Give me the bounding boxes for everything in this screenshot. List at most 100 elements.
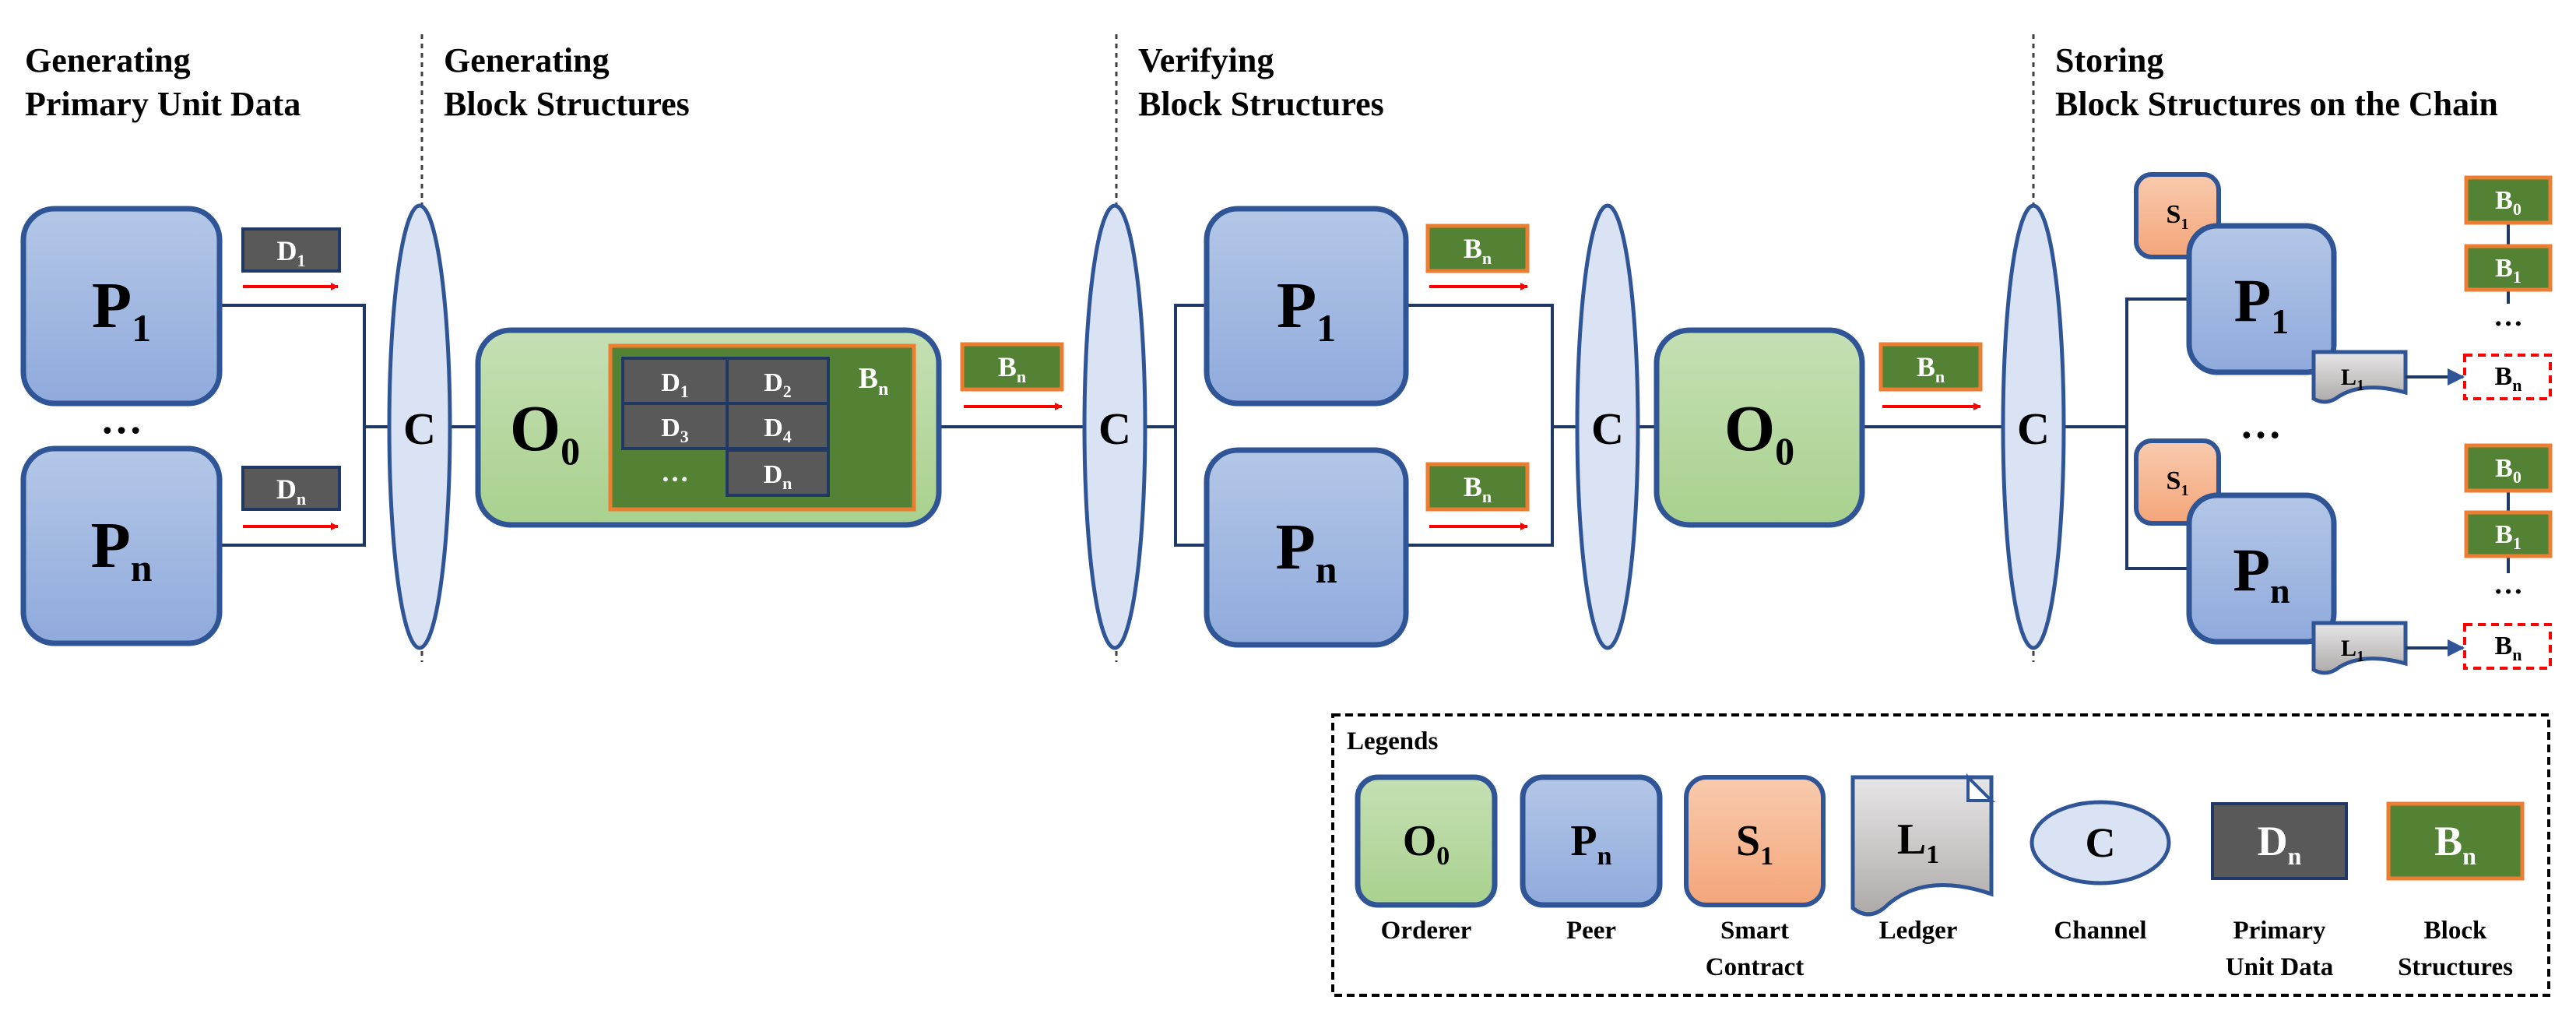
svg-text:B0: B0 xyxy=(2495,454,2522,487)
svg-text:D4: D4 xyxy=(764,414,792,446)
svg-text:B0: B0 xyxy=(2495,186,2522,219)
svg-text:O0: O0 xyxy=(1724,393,1794,473)
channel-c-2: C xyxy=(1082,203,1147,650)
data-token-dn: Dn xyxy=(241,466,341,511)
svg-text:L1: L1 xyxy=(1897,815,1939,869)
peer-pn-stage3: Pn xyxy=(1204,447,1409,648)
svg-text:Bn: Bn xyxy=(2434,818,2476,870)
stage-3-title-line1: Verifying xyxy=(1138,41,1274,79)
svg-text:L1: L1 xyxy=(2341,364,2364,394)
svg-text:Bn: Bn xyxy=(998,351,1026,386)
stage-dividers xyxy=(420,34,2035,662)
svg-text:D1: D1 xyxy=(277,235,306,270)
stage-2-title-line2: Block Structures xyxy=(444,85,690,123)
svg-text:Pn: Pn xyxy=(2233,536,2290,611)
svg-text:…: … xyxy=(2493,300,2523,333)
svg-text:L1: L1 xyxy=(2341,635,2364,665)
svg-text:…: … xyxy=(2493,568,2523,600)
svg-text:P1: P1 xyxy=(92,269,151,350)
block-token-bn-stage3-orderer: Bn xyxy=(1878,342,1983,392)
peer-p1-stage1: P1 xyxy=(20,206,223,407)
svg-text:Bn: Bn xyxy=(859,362,889,400)
svg-text:Bn: Bn xyxy=(2495,362,2522,395)
stage-titles: Generating Primary Unit Data Generating … xyxy=(25,41,2498,123)
svg-text:Structures: Structures xyxy=(2398,953,2513,981)
svg-text:Dn: Dn xyxy=(764,460,792,493)
legend-peer: Pn Peer xyxy=(1520,774,1663,945)
svg-text:Pn: Pn xyxy=(1275,511,1337,591)
peer-subscript: 1 xyxy=(132,306,151,350)
svg-text:S1: S1 xyxy=(2167,466,2189,499)
svg-text:Peer: Peer xyxy=(1566,917,1616,945)
svg-text:Bn: Bn xyxy=(1464,471,1492,506)
chain-bottom: B0 B1 … Bn xyxy=(2463,443,2553,670)
stage-1-title-line2: Primary Unit Data xyxy=(25,85,300,123)
channel-c-4: C xyxy=(2001,203,2066,650)
peer-ellipsis-stage1: … xyxy=(100,396,142,442)
svg-text:C: C xyxy=(1098,403,1131,454)
block-structure-bn: Bn D1 D2 D3 D4 … Dn xyxy=(608,343,916,512)
legend-channel: C Channel xyxy=(2030,800,2171,945)
channel-c-3: C xyxy=(1575,203,1640,650)
peer-pn-stage4: Pn xyxy=(2186,492,2337,645)
svg-text:C: C xyxy=(1591,403,1624,454)
svg-text:Unit Data: Unit Data xyxy=(2226,953,2333,981)
svg-text:D3: D3 xyxy=(661,414,689,446)
svg-text:C: C xyxy=(403,403,436,454)
legend-ledger: L1 Ledger xyxy=(1850,773,1995,945)
stage-4-title-line2: Block Structures on the Chain xyxy=(2055,85,2498,123)
chain-top: B0 B1 … Bn xyxy=(2463,175,2553,400)
ledger-l1-top: L1 xyxy=(2311,350,2408,404)
legend-orderer: O0 Orderer xyxy=(1355,774,1498,945)
svg-text:Bn: Bn xyxy=(2495,632,2522,664)
connector-wires xyxy=(220,297,2189,570)
svg-text:Orderer: Orderer xyxy=(1381,917,1472,945)
svg-text:S1: S1 xyxy=(2167,200,2189,233)
data-grid: D1 D2 D3 D4 … Dn xyxy=(621,357,830,497)
stage-3-title-line2: Block Structures xyxy=(1138,85,1384,123)
svg-text:Channel: Channel xyxy=(2054,917,2146,945)
svg-text:…: … xyxy=(661,456,689,488)
svg-text:S1: S1 xyxy=(1736,817,1773,871)
svg-text:B1: B1 xyxy=(2495,520,2522,553)
svg-text:Bn: Bn xyxy=(1464,233,1492,268)
legend-primary-unit-data: Dn Primary Unit Data xyxy=(2211,802,2348,981)
orderer-o0-stage3: O0 xyxy=(1653,327,1865,528)
svg-text:C: C xyxy=(2017,403,2050,454)
svg-text:O0: O0 xyxy=(510,393,580,473)
peer-p1-stage3: P1 xyxy=(1204,206,1409,407)
svg-text:D1: D1 xyxy=(661,368,689,401)
block-token-bn-stage2: Bn xyxy=(960,342,1064,392)
peer-label: P xyxy=(92,269,132,342)
block-token-bn-stage3-top: Bn xyxy=(1425,224,1530,273)
data-token-d1: D1 xyxy=(241,227,341,273)
svg-text:O0: O0 xyxy=(1403,817,1450,871)
svg-text:Pn: Pn xyxy=(1570,817,1611,871)
svg-text:C: C xyxy=(2086,819,2116,866)
svg-text:Primary: Primary xyxy=(2233,917,2326,945)
svg-text:Block: Block xyxy=(2424,917,2487,945)
legend-title: Legends xyxy=(1347,727,1439,755)
legend: Legends O0 Orderer Pn Peer S1 Smart Cont… xyxy=(1331,713,2550,997)
svg-text:Dn: Dn xyxy=(2258,818,2302,870)
svg-text:Bn: Bn xyxy=(1917,351,1945,386)
ledger-l1-bottom: L1 xyxy=(2311,621,2408,675)
svg-text:Smart: Smart xyxy=(1720,917,1789,945)
svg-text:Dn: Dn xyxy=(276,474,306,509)
svg-text:P1: P1 xyxy=(2234,266,2290,341)
stage-1-title-line1: Generating xyxy=(25,41,191,79)
block-token-bn-stage3-bottom: Bn xyxy=(1425,462,1530,512)
svg-text:D2: D2 xyxy=(764,368,792,401)
svg-text:B1: B1 xyxy=(2495,254,2522,287)
svg-text:P1: P1 xyxy=(1277,269,1336,350)
stage-4-title-line1: Storing xyxy=(2055,41,2163,79)
legend-block-structures: Bn Block Structures xyxy=(2386,801,2525,981)
svg-text:Contract: Contract xyxy=(1706,953,1804,981)
peer-p1-stage4: P1 xyxy=(2186,223,2337,375)
svg-text:Pn: Pn xyxy=(90,509,152,590)
legend-smart-contract: S1 Smart Contract xyxy=(1684,775,1826,981)
peer-ellipsis-stage4: … xyxy=(2240,400,2282,447)
channel-c-1: C xyxy=(387,203,452,650)
svg-text:Ledger: Ledger xyxy=(1879,917,1958,945)
